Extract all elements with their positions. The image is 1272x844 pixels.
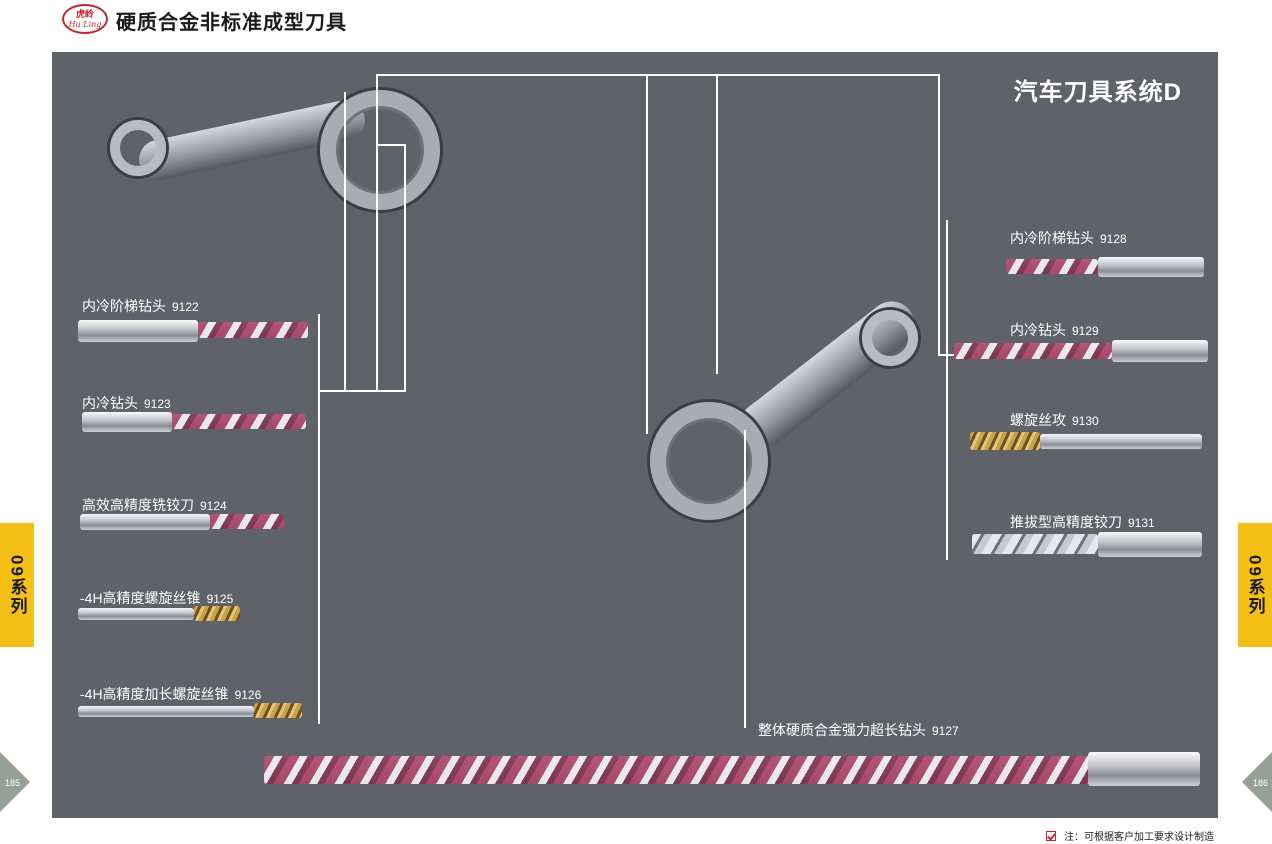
connector-line [646, 74, 648, 434]
connector-line [744, 430, 746, 728]
connecting-rod-1-small-end [110, 120, 166, 176]
tool-label-9128: 内冷阶梯钻头 9128 [1010, 228, 1127, 248]
tool-image-9124-shank [80, 514, 210, 530]
page-number-right: 186 [1252, 778, 1268, 788]
tool-name: 内冷阶梯钻头 [82, 298, 166, 314]
footer-note-text: 注：可根据客户加工要求设计制造 [1064, 832, 1214, 843]
tool-name: -4H高精度螺旋丝锥 [80, 590, 201, 606]
tool-image-9130-shank [1040, 434, 1202, 449]
tool-image-9127-flute [264, 756, 1090, 784]
tool-code: 9124 [200, 499, 227, 513]
connector-line [376, 74, 378, 392]
connector-line [404, 144, 406, 392]
connector-line [376, 74, 940, 76]
tool-image-9123-shank [82, 412, 172, 432]
tool-code: 9123 [144, 397, 171, 411]
tool-image-9127-shank [1088, 752, 1200, 786]
tool-code: 9128 [1100, 232, 1127, 246]
connecting-rod-1-big-end [320, 90, 440, 210]
connecting-rod-2-big-end [650, 402, 768, 520]
tool-code: 9126 [234, 688, 262, 702]
connector-line [376, 144, 406, 146]
tool-image-9128-shank [1098, 257, 1204, 277]
connector-line [716, 74, 718, 374]
tool-name: 螺旋丝攻 [1010, 412, 1066, 428]
tool-image-9124-flute [210, 514, 284, 529]
tool-label-9131: 推拔型高精度铰刀 9131 [1010, 512, 1155, 532]
tool-image-9128-flute [1006, 259, 1098, 274]
tool-label-9124: 高效高精度铣铰刀 9124 [82, 495, 227, 515]
tool-name: 内冷钻头 [1010, 322, 1066, 338]
tool-name: 内冷阶梯钻头 [1010, 230, 1094, 246]
tool-code: 9127 [932, 724, 959, 738]
tool-code: 9125 [206, 592, 234, 606]
tool-image-9125-thread [194, 606, 240, 621]
connecting-rod-2-small-end [862, 310, 918, 366]
logo-latin: Hu Ling [68, 19, 102, 29]
tool-name: 内冷钻头 [82, 395, 138, 411]
connector-line [318, 390, 406, 392]
tool-image-9130-thread [970, 432, 1040, 450]
page-corner-right-icon [1242, 752, 1272, 812]
series-tab-label: 09系列 [1245, 554, 1265, 616]
tool-image-9123-flute [172, 414, 306, 429]
series-tab-right: 09系列 [1238, 523, 1272, 647]
tool-code: 9131 [1128, 516, 1155, 530]
page-title: 硬质合金非标准成型刀具 [116, 12, 347, 34]
tool-name: 高效高精度铣铰刀 [82, 497, 194, 513]
logo-chinese: 虎岭 [75, 9, 94, 20]
tool-name: 推拔型高精度铰刀 [1010, 514, 1122, 530]
tool-label-9129: 内冷钻头 9129 [1010, 320, 1099, 340]
tool-image-9129-shank [1112, 340, 1208, 362]
footer-note: 注：可根据客户加工要求设计制造 [1046, 828, 1214, 843]
tool-label-9125: -4H高精度螺旋丝锥 9125 [80, 588, 233, 608]
tool-image-9129-flute [954, 343, 1112, 359]
catalog-panel: 汽车刀具系统D 内冷阶梯钻头 9122 内冷钻头 9123 高效高精度铣铰刀 9124… [52, 52, 1218, 818]
connector-line [946, 220, 948, 560]
series-tab-label: 09系列 [7, 554, 27, 616]
tool-image-9131-shank [1098, 532, 1202, 557]
tool-code: 9130 [1072, 414, 1099, 428]
tool-image-9126-shank [78, 706, 254, 717]
tool-name: -4H高精度加长螺旋丝锥 [80, 686, 229, 702]
panel-title: 汽车刀具系统D [1013, 79, 1182, 106]
connector-line [344, 92, 346, 392]
tool-code: 9129 [1072, 324, 1099, 338]
connector-line [938, 74, 940, 356]
tool-label-9127: 整体硬质合金强力超长钻头 9127 [758, 720, 959, 740]
tool-label-9130: 螺旋丝攻 9130 [1010, 410, 1099, 430]
series-tab-left: 09系列 [0, 523, 34, 647]
tool-code: 9122 [172, 300, 199, 314]
tool-name: 整体硬质合金强力超长钻头 [758, 722, 926, 738]
page-corner-left-icon [0, 752, 30, 812]
page-number-left: 185 [5, 778, 21, 788]
tool-image-9126-thread [254, 703, 302, 718]
checkbox-icon [1046, 830, 1056, 841]
tool-label-9126: -4H高精度加长螺旋丝锥 9126 [80, 684, 261, 704]
tool-image-9122-flute [198, 322, 308, 338]
tool-image-9125-shank [78, 608, 194, 620]
tool-image-9122-shank [78, 320, 198, 342]
tool-label-9122: 内冷阶梯钻头 9122 [82, 296, 199, 316]
tool-image-9131-flute [972, 534, 1098, 554]
tool-label-9123: 内冷钻头 9123 [82, 393, 171, 413]
connector-line [318, 314, 320, 724]
brand-logo: 虎岭 Hu Ling [62, 4, 108, 34]
